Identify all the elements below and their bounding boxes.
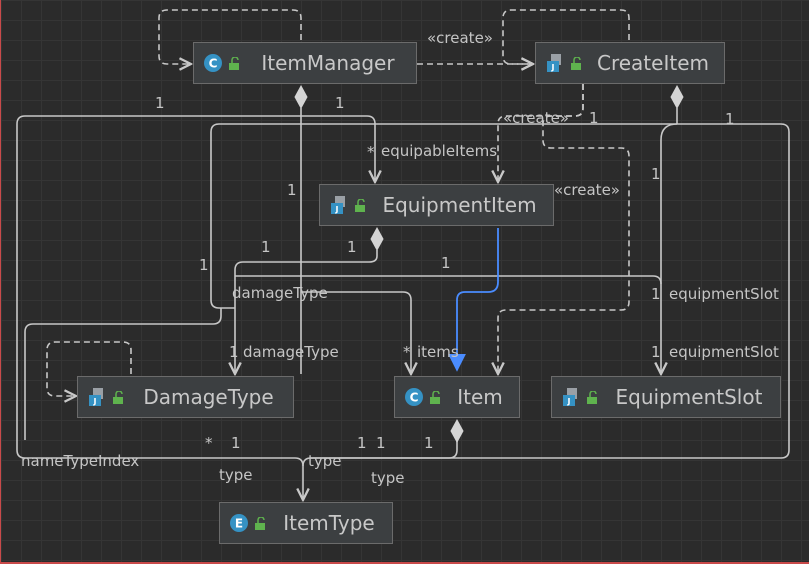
unlock-icon (228, 56, 242, 70)
label-equipable-items: equipableItems (381, 142, 498, 160)
label-nametypeindex: nameTypeIndex (21, 452, 140, 470)
node-label: CreateItem (597, 51, 709, 75)
label-equipmentslot-a: equipmentSlot (669, 285, 779, 303)
label-damagetype-b: damageType (243, 343, 339, 361)
label-star-bottom: * (205, 434, 213, 452)
svg-text:C: C (209, 57, 218, 71)
label-create-mid: «create» (503, 109, 569, 127)
equipmentitem-equipmentslot-edge (235, 275, 662, 285)
equipmentitem-diamond (370, 226, 384, 252)
multiplicity-label: 1 (261, 238, 271, 256)
svg-text:C: C (410, 391, 419, 405)
createitem-self-edge (502, 9, 630, 64)
svg-text:J: J (335, 205, 339, 214)
node-label: ItemManager (261, 51, 395, 75)
multiplicity-label: 1 (335, 94, 345, 112)
unlock-icon (586, 390, 600, 404)
createitem-diamond (670, 84, 684, 110)
class-icon: C (403, 386, 425, 408)
equipmentitem-item-inheritance (448, 228, 499, 372)
equipmentitem-damagetype-edge (235, 250, 378, 374)
node-item[interactable]: C Item (394, 376, 520, 418)
svg-text:J: J (93, 397, 97, 406)
unlock-icon (112, 390, 126, 404)
label-create-top: «create» (427, 29, 493, 47)
label-type-c: type (371, 469, 405, 487)
node-label: EquipmentSlot (615, 385, 763, 409)
node-label: DamageType (143, 385, 274, 409)
java-file-icon: J (328, 194, 350, 216)
multiplicity-label: 1 (357, 434, 367, 452)
multiplicity-label: 1 (376, 434, 386, 452)
label-equipmentslot-b: equipmentSlot (669, 343, 779, 361)
createitem-item-edge (498, 84, 630, 374)
multiplicity-label: 1 (651, 165, 661, 183)
multiplicity-label: 1 (424, 434, 434, 452)
label-type-b: type (308, 452, 342, 470)
java-file-icon: J (544, 52, 566, 74)
multiplicity-label: 1 (231, 434, 241, 452)
multiplicity-label: 1 (441, 254, 451, 272)
multiplicity-label: 1 (199, 256, 209, 274)
itemmanager-equipmentitem-edge (301, 115, 375, 182)
itemmanager-diamond (294, 84, 308, 110)
svg-text:J: J (551, 63, 555, 72)
node-label: Item (457, 385, 503, 409)
enum-icon: E (228, 512, 250, 534)
node-equipmentitem[interactable]: J EquipmentItem (319, 184, 554, 226)
label-create-right: «create» (554, 181, 620, 199)
multiplicity-label: 1 (725, 110, 735, 128)
label-damagetype-a: damageType (232, 284, 328, 302)
itemmanager-damagetype-edge (24, 308, 222, 440)
damagetype-self-edge (46, 341, 132, 396)
label-items: items (417, 343, 459, 361)
multiplicity-label: 1 (651, 285, 661, 303)
createitem-equipmentitem-edge (498, 84, 584, 182)
node-equipmentslot[interactable]: J EquipmentSlot (551, 376, 781, 418)
item-itemtype-edge (311, 440, 458, 459)
node-itemmanager[interactable]: C ItemManager (193, 42, 417, 84)
multiplicity-label: 1 (651, 343, 661, 361)
multiplicity-label: 1 (287, 181, 297, 199)
createitem-left-edge (210, 123, 677, 309)
svg-text:J: J (567, 397, 571, 406)
unlock-icon (429, 390, 443, 404)
unlock-icon (254, 516, 268, 530)
java-file-icon: J (86, 386, 108, 408)
createitem-itemtype-edge (302, 123, 790, 467)
itemmanager-itemtype-edge (16, 115, 303, 500)
label-type-a: type (219, 466, 253, 484)
class-icon: C (202, 52, 224, 74)
node-label: ItemType (283, 511, 375, 535)
svg-text:E: E (235, 517, 243, 531)
itemmanager-item-edge (301, 291, 411, 374)
multiplicity-label: 1 (229, 343, 239, 361)
label-equipable-star: * (367, 143, 375, 161)
multiplicity-label: 1 (155, 94, 165, 112)
createitem-equipmentslot-edge (661, 123, 678, 374)
unlock-icon (354, 198, 368, 212)
java-file-icon: J (560, 386, 582, 408)
node-createitem[interactable]: J CreateItem (535, 42, 725, 84)
unlock-icon (570, 56, 584, 70)
multiplicity-label: 1 (589, 109, 599, 127)
multiplicity-label: 1 (347, 238, 357, 256)
node-label: EquipmentItem (382, 193, 537, 217)
node-itemtype[interactable]: E ItemType (219, 502, 393, 544)
label-items-star: * (403, 343, 411, 361)
node-damagetype[interactable]: J DamageType (77, 376, 294, 418)
item-diamond (450, 418, 464, 444)
